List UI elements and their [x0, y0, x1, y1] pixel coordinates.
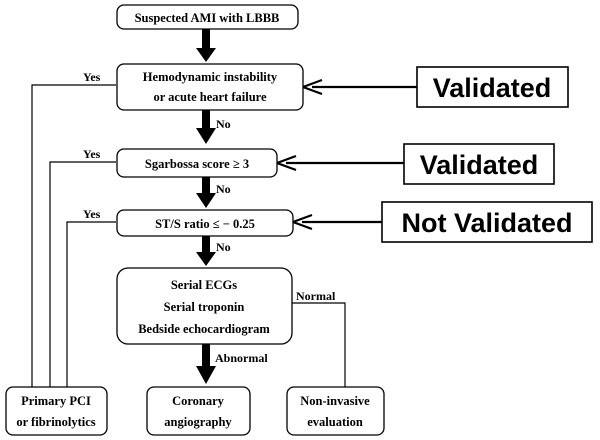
- node-serial-line3: Bedside echocardiogram: [138, 322, 270, 336]
- yes-connector-sgarbossa: [49, 161, 116, 387]
- node-serial-tests: Serial ECGs Serial troponin Bedside echo…: [116, 267, 293, 345]
- node-pci-line2: or fibrinolytics: [16, 415, 95, 429]
- pointer-arrow-hemo: [299, 78, 417, 96]
- edge-label-no-sgarbossa: No: [216, 182, 231, 196]
- validation-box-hemo: Validated: [416, 66, 569, 108]
- flow-arrow-start-to-hemo: [196, 29, 216, 62]
- normal-connector: [292, 302, 346, 387]
- validation-label-sts: Not Validated: [401, 208, 572, 238]
- edge-label-abnormal: Abnormal: [215, 351, 268, 365]
- edge-label-normal: Normal: [296, 289, 336, 303]
- node-noninv-line1: Non-invasive: [300, 394, 370, 408]
- node-suspected-ami: Suspected AMI with LBBB: [116, 4, 299, 30]
- flow-arrow-sts-to-serial: [196, 236, 216, 266]
- node-coronary-line1: Coronary: [172, 394, 225, 408]
- validation-label-sgarbossa: Validated: [420, 150, 539, 180]
- node-sts-ratio: ST/S ratio ≤ − 0.25: [116, 209, 294, 237]
- validation-box-sts: Not Validated: [381, 201, 593, 243]
- pointer-arrow-sts: [289, 213, 382, 231]
- edge-label-yes-hemo: Yes: [83, 70, 101, 84]
- node-pci-line1: Primary PCI: [21, 394, 91, 408]
- node-coronary-angiography: Coronary angiography: [146, 386, 251, 436]
- node-hemo-line2: or acute heart failure: [153, 90, 267, 104]
- node-hemo-line1: Hemodynamic instability: [143, 70, 278, 84]
- validation-label-hemo: Validated: [433, 73, 552, 103]
- flow-arrow-sgarbossa-to-sts: [196, 177, 216, 208]
- yes-connector-hemo: [31, 84, 116, 387]
- flow-arrow-hemo-to-sgarbossa: [196, 110, 216, 144]
- validation-box-sgarbossa: Validated: [403, 143, 555, 185]
- node-noninv-line2: evaluation: [307, 415, 363, 429]
- node-suspected-ami-label: Suspected AMI with LBBB: [135, 11, 280, 25]
- node-sgarbossa-label: Sgarbossa score ≥ 3: [145, 157, 249, 171]
- node-sts-label: ST/S ratio ≤ − 0.25: [155, 217, 255, 231]
- edge-label-no-hemo: No: [216, 117, 231, 131]
- node-non-invasive-evaluation: Non-invasive evaluation: [286, 386, 385, 436]
- pointer-arrow-sgarbossa: [273, 154, 404, 172]
- yes-connector-sts: [66, 221, 116, 387]
- node-serial-line1: Serial ECGs: [171, 278, 237, 292]
- node-coronary-line2: angiography: [164, 415, 232, 429]
- edge-label-yes-sgarbossa: Yes: [83, 147, 101, 161]
- node-serial-line2: Serial troponin: [164, 300, 245, 314]
- node-hemodynamic-instability: Hemodynamic instability or acute heart f…: [116, 63, 304, 111]
- edge-label-no-sts: No: [216, 240, 231, 254]
- node-primary-pci: Primary PCI or fibrinolytics: [5, 386, 108, 436]
- flow-arrow-serial-to-coronary: [196, 344, 216, 384]
- node-sgarbossa: Sgarbossa score ≥ 3: [116, 148, 278, 178]
- edge-label-yes-sts: Yes: [83, 207, 101, 221]
